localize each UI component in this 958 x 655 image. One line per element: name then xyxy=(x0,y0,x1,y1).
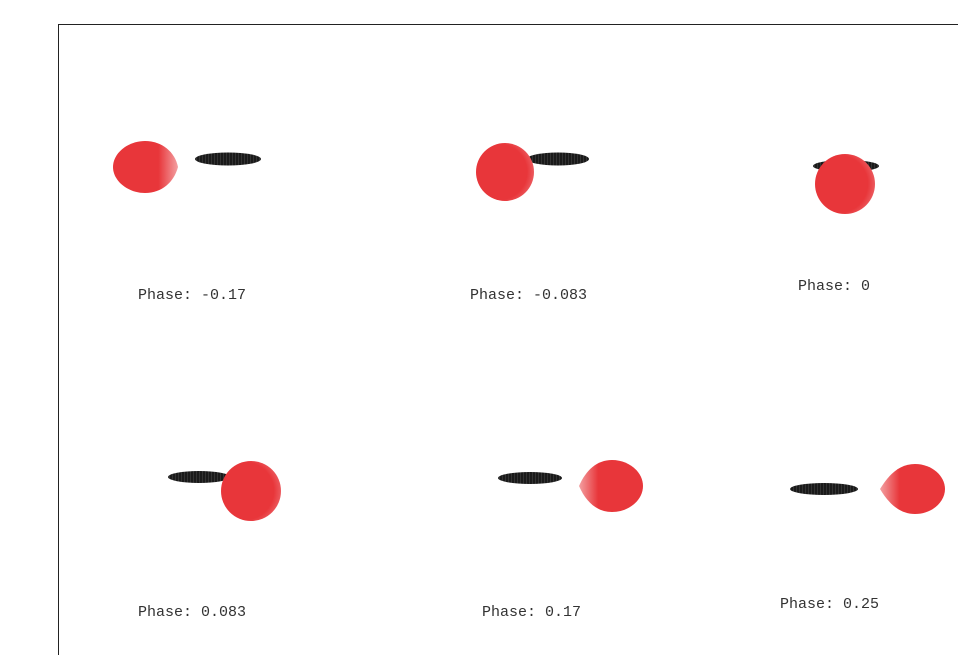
planet xyxy=(113,141,178,193)
phase-label-6: Phase: 0.25 xyxy=(780,596,880,613)
planet xyxy=(221,461,281,521)
panel-phase-2 xyxy=(476,143,589,201)
ring-disk xyxy=(790,483,858,495)
ring-disk xyxy=(498,472,562,484)
phase-label-1: Phase: -0.17 xyxy=(138,287,247,304)
panel-phase-6 xyxy=(790,464,945,514)
ring-disk xyxy=(527,152,589,166)
ring-disk xyxy=(168,471,230,483)
planet xyxy=(815,154,875,214)
planet xyxy=(880,464,945,514)
panel-phase-4 xyxy=(168,461,281,521)
panel-phase-5 xyxy=(498,460,643,512)
panel-phase-3 xyxy=(813,154,879,214)
phase-label-2: Phase: -0.083 xyxy=(470,287,588,304)
phase-label-5: Phase: 0.17 xyxy=(482,604,582,621)
planet xyxy=(476,143,534,201)
phase-label-3: Phase: 0 xyxy=(798,278,871,295)
planet xyxy=(579,460,643,512)
panel-phase-1 xyxy=(113,141,261,193)
ring-disk xyxy=(195,152,261,166)
phase-label-4: Phase: 0.083 xyxy=(138,604,247,621)
